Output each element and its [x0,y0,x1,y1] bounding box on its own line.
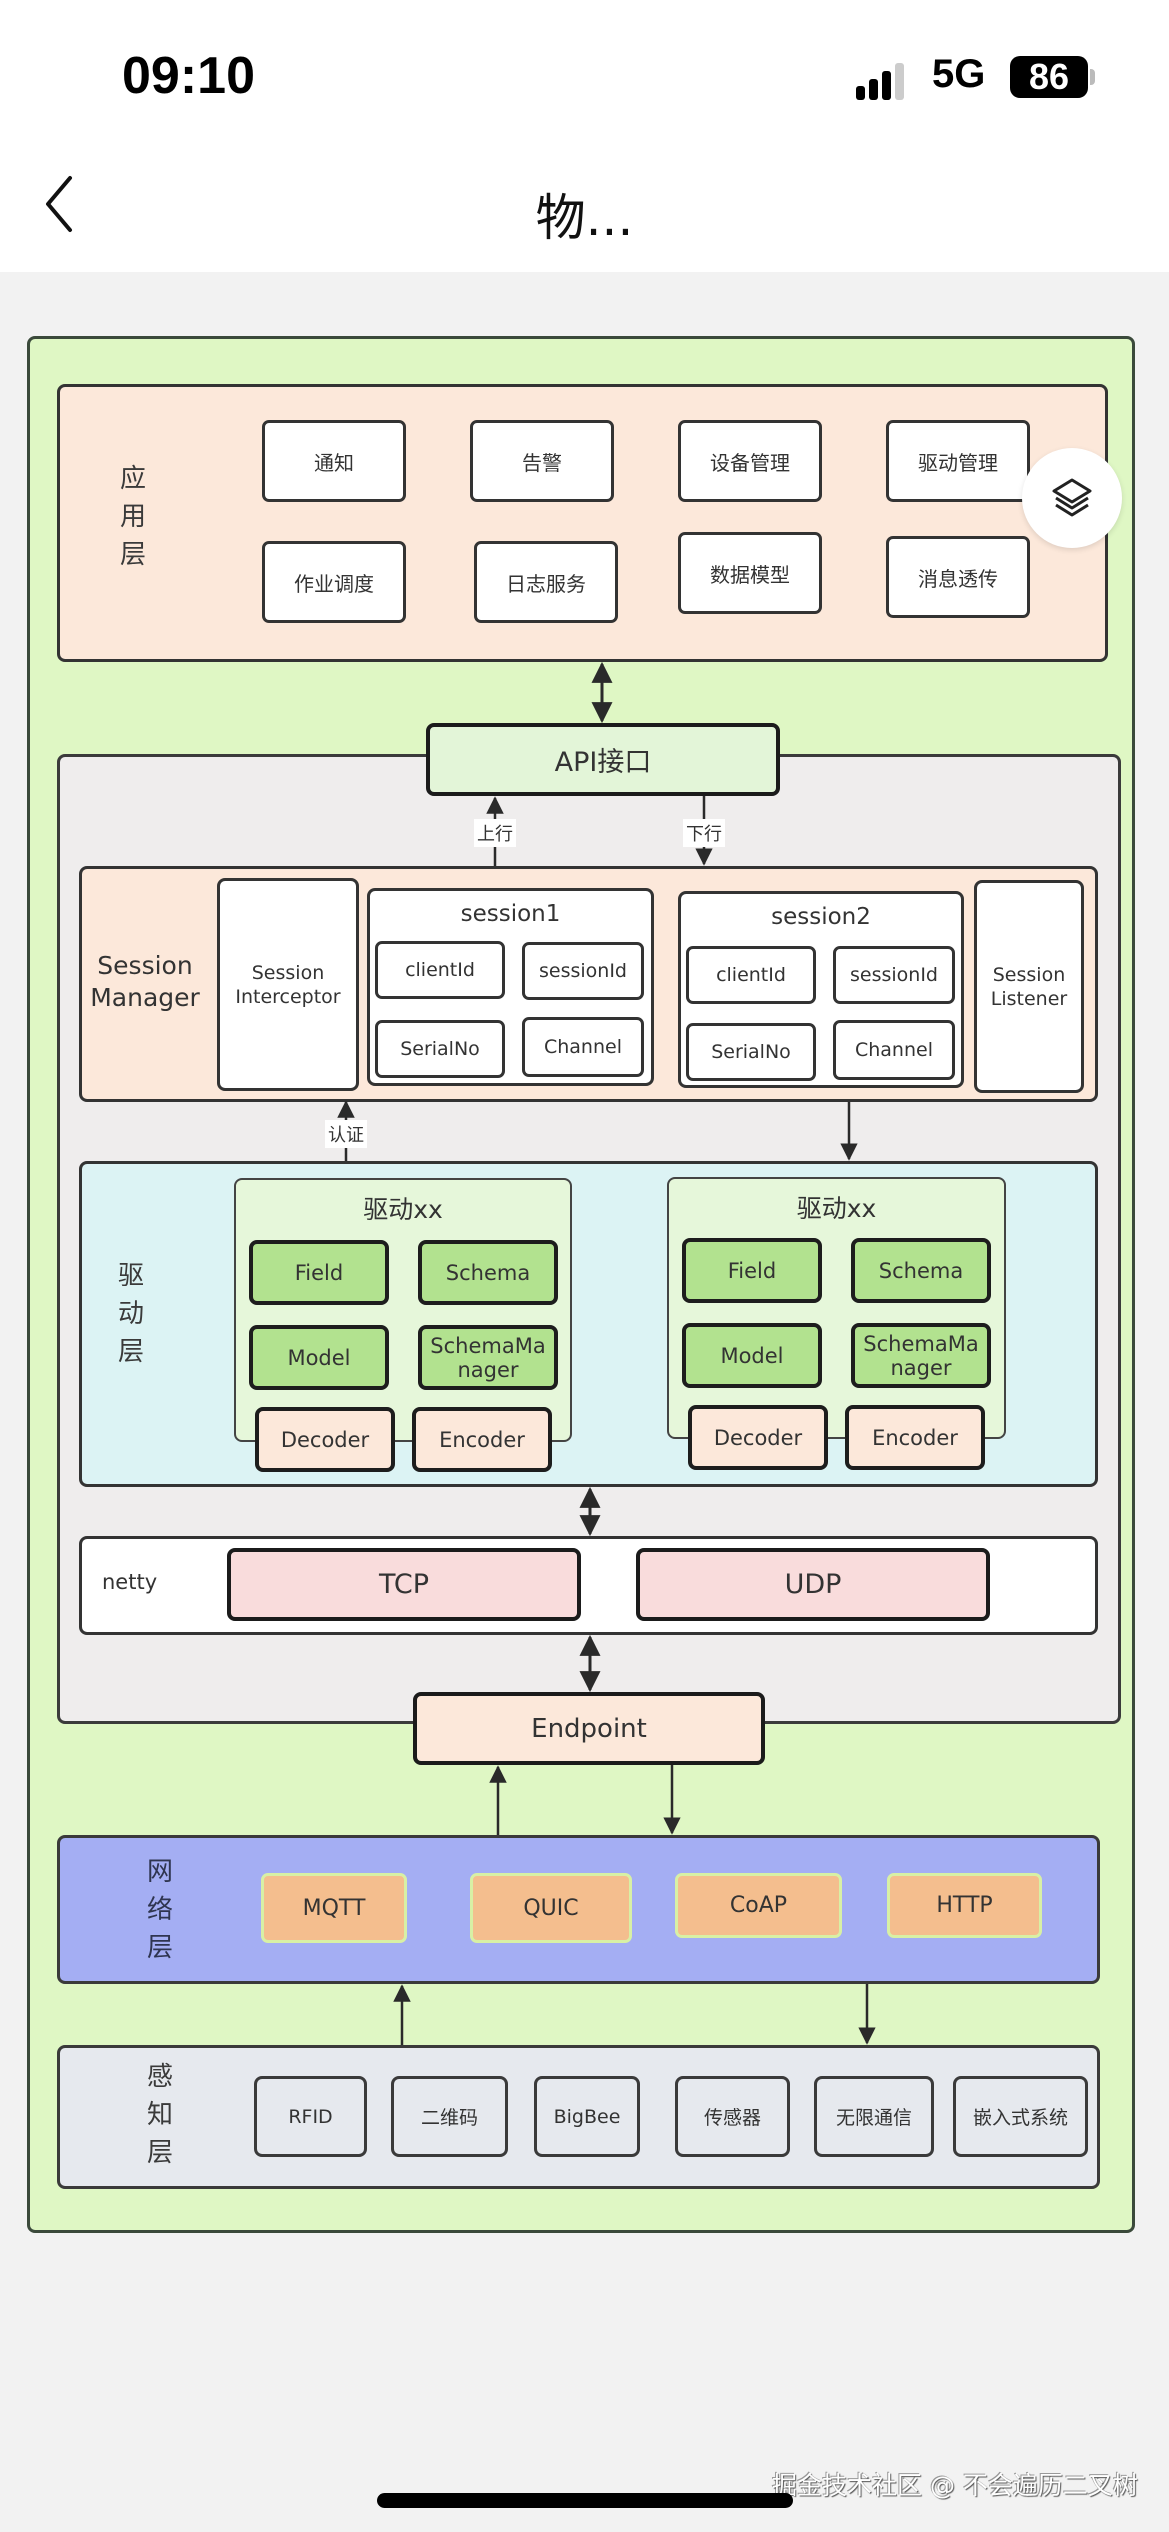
battery-tip [1090,69,1095,85]
home-indicator[interactable] [377,2493,793,2508]
protocol-tcp: TCP [227,1548,581,1621]
driver-1: 驱动xx [234,1178,572,1442]
driver-model: Model [682,1323,822,1388]
driver-field: Field [249,1240,389,1305]
session-field-serialno: SerialNo [375,1020,505,1078]
network-layer-label: 网 络 层 [140,1853,180,1967]
session-2: session2 clientId sessionId SerialNo Cha… [678,891,964,1088]
app-item-log-service: 日志服务 [474,541,618,623]
network-item-mqtt: MQTT [261,1873,407,1943]
label-char: 感 [146,2062,173,2092]
back-button[interactable] [40,172,84,236]
driver-model: Model [249,1325,389,1390]
label-char: 网 [146,1857,173,1887]
auth-label: 认证 [325,1120,367,1148]
chevron-left-icon [46,176,72,232]
label-char: 层 [146,1933,173,1963]
perception-item-bigbee: BigBee [534,2076,640,2157]
app-item-message-passthrough: 消息透传 [886,536,1030,618]
driver-schema: Schema [851,1238,991,1303]
session-field-sessionid: sessionId [522,942,644,1000]
label-char: 层 [117,1337,144,1367]
session-field-sessionid: sessionId [833,946,955,1004]
session-1: session1 clientId sessionId SerialNo Cha… [367,888,654,1086]
perception-item-rfid: RFID [254,2076,367,2157]
network-type: 5G [932,52,986,96]
driver-2: 驱动xx [667,1177,1006,1439]
driver-decoder: Decoder [688,1405,828,1470]
layers-button[interactable] [1022,448,1122,548]
label-char: 驱 [117,1261,144,1291]
network-item-quic: QUIC [470,1873,632,1943]
session-interceptor: Session Interceptor [217,878,359,1091]
network-item-http: HTTP [887,1873,1042,1938]
app-item-alarm: 告警 [470,420,614,502]
session-field-channel: Channel [522,1017,644,1077]
label-char: 用 [119,502,146,532]
label-char: 络 [146,1895,173,1925]
layers-icon [1052,478,1092,517]
downlink-label: 下行 [683,819,725,847]
battery-icon: 86 [1010,56,1088,98]
driver-schema-manager: SchemaManager [418,1325,558,1390]
label-char: 层 [146,2138,173,2168]
label-char: 应 [119,464,146,494]
api-interface: API接口 [426,723,780,796]
session-field-clientid: clientId [375,941,505,999]
app-item-device-management: 设备管理 [678,420,822,502]
network-item-coap: CoAP [675,1873,842,1938]
driver-schema-manager: SchemaManager [851,1323,991,1388]
app-item-job-scheduling: 作业调度 [262,541,406,623]
session-field-channel: Channel [833,1020,955,1080]
perception-item-wireless: 无限通信 [814,2076,934,2157]
signal-icon [856,60,906,100]
protocol-udp: UDP [636,1548,990,1621]
session-listener: Session Listener [974,880,1084,1093]
perception-item-sensor: 传感器 [675,2076,790,2157]
label-char: 层 [119,540,146,570]
label-char: 动 [117,1299,144,1329]
page-title: 物... [535,189,634,247]
status-time: 09:10 [122,47,255,105]
perception-layer-label: 感 知 层 [140,2058,180,2172]
top-bar [0,0,1169,272]
session-field-serialno: SerialNo [686,1023,816,1081]
perception-item-qrcode: 二维码 [391,2076,508,2157]
session-manager-label: Session Manager [90,951,200,1012]
endpoint: Endpoint [413,1692,765,1765]
perception-item-embedded: 嵌入式系统 [953,2076,1088,2157]
driver-encoder: Encoder [412,1407,552,1472]
driver-title: 驱动xx [363,1195,443,1224]
driver-layer-label: 驱 动 层 [111,1257,151,1371]
netty-label: netty [102,1570,158,1594]
driver-decoder: Decoder [255,1407,395,1472]
uplink-label: 上行 [474,819,516,847]
app-layer-label: 应 用 层 [113,460,153,574]
driver-field: Field [682,1238,822,1303]
watermark: 掘金技术社区 @ 不会遍历二叉树 [772,2471,1138,2500]
driver-encoder: Encoder [845,1405,985,1470]
driver-title: 驱动xx [796,1194,877,1223]
session-title: session1 [460,901,561,927]
app-item-driver-management: 驱动管理 [886,420,1030,502]
app-item-notify: 通知 [262,420,406,502]
session-field-clientid: clientId [686,946,816,1004]
driver-schema: Schema [418,1240,558,1305]
label-char: 知 [146,2100,173,2130]
session-title: session2 [771,904,871,930]
app-item-data-model: 数据模型 [678,532,822,614]
